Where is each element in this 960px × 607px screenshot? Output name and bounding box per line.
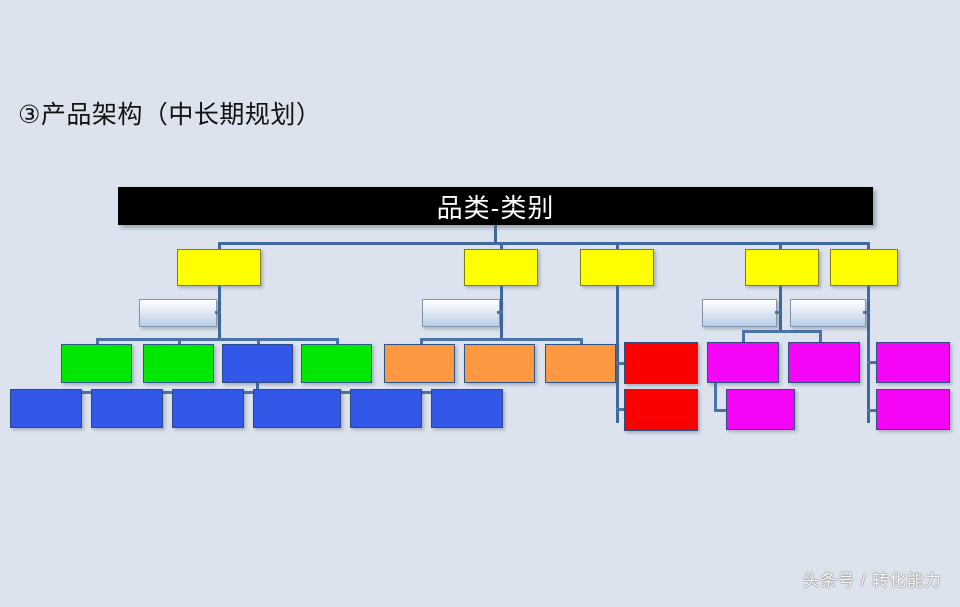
connector-drop-yellow-1 — [218, 242, 221, 251]
green-node-3[interactable] — [301, 344, 372, 383]
blue-node-bottom-5[interactable] — [350, 389, 422, 428]
connector-spine-magenta-3 — [714, 383, 717, 411]
lightblue-node-4[interactable] — [790, 299, 866, 327]
blue-node-bottom-6[interactable] — [431, 389, 503, 428]
yellow-node-5[interactable] — [830, 249, 898, 286]
magenta-node-1[interactable] — [707, 342, 779, 383]
yellow-node-1[interactable] — [177, 249, 261, 286]
connector-lightblue-3-stub — [775, 311, 781, 314]
magenta-node-3[interactable] — [726, 389, 795, 430]
connector-stub-magenta-4 — [867, 361, 877, 364]
watermark-text: 头条号 / 转化能力 — [802, 572, 942, 590]
green-node-2[interactable] — [143, 344, 214, 383]
connector-drop-b1-c4 — [336, 338, 339, 346]
orange-node-1[interactable] — [384, 344, 455, 383]
footer-divider — [0, 551, 960, 552]
connector-lightblue-1-stub — [215, 311, 221, 314]
lightblue-node-2[interactable] — [422, 299, 500, 327]
connector-drop-yellow-4 — [779, 242, 782, 251]
connector-drop-yellow-2 — [500, 242, 503, 251]
orange-node-3[interactable] — [545, 344, 616, 383]
connector-drop-b1-c3 — [257, 338, 260, 346]
magenta-node-5[interactable] — [876, 389, 950, 430]
connector-stub-magenta-5 — [867, 409, 877, 412]
connector-bus-branch-2 — [420, 338, 583, 341]
connector-drop-yellow-5 — [867, 242, 870, 251]
connector-root-bus — [218, 242, 870, 245]
connector-bus-branch-1 — [96, 338, 339, 341]
connector-stub-red-2 — [616, 408, 624, 411]
blue-node-bottom-1[interactable] — [10, 389, 82, 428]
magenta-node-4[interactable] — [876, 342, 950, 383]
connector-stub-magenta-3 — [714, 409, 727, 412]
connector-bus-branch-4 — [742, 330, 822, 333]
orange-node-2[interactable] — [464, 344, 535, 383]
root-banner-label: 品类-类别 — [436, 192, 555, 223]
red-node-1[interactable] — [624, 342, 698, 384]
blue-node-bottom-4[interactable] — [253, 389, 341, 428]
blue-node-bottom-2[interactable] — [91, 389, 163, 428]
connector-root-stem — [494, 225, 497, 244]
yellow-node-3[interactable] — [580, 249, 654, 286]
blue-node-row3-1[interactable] — [222, 344, 293, 383]
connector-spine-branch-4 — [779, 286, 782, 332]
magenta-node-2[interactable] — [788, 342, 860, 383]
red-node-2[interactable] — [624, 389, 698, 431]
connector-lightblue-4-stub — [863, 311, 869, 314]
connector-drop-yellow-3 — [616, 242, 619, 251]
connector-spine-branch-3 — [616, 286, 619, 423]
connector-lightblue-2-stub — [497, 311, 503, 314]
yellow-node-2[interactable] — [464, 249, 538, 286]
blue-node-bottom-3[interactable] — [172, 389, 244, 428]
connector-drop-b4-c2 — [819, 330, 822, 344]
connector-stub-red-1 — [616, 362, 624, 365]
connector-drop-b1-c2 — [178, 338, 181, 346]
lightblue-node-1[interactable] — [139, 299, 217, 327]
connector-drop-b1-c1 — [96, 338, 99, 346]
connector-drop-b4-c1 — [742, 330, 745, 344]
lightblue-node-3[interactable] — [702, 299, 777, 327]
yellow-node-4[interactable] — [745, 249, 819, 286]
page-title: ③产品架构（中长期规划） — [18, 101, 322, 129]
connector-spine-bottom — [256, 383, 259, 393]
green-node-1[interactable] — [61, 344, 132, 383]
connector-drop-b2-c1 — [420, 338, 423, 346]
connector-drop-b2-c2 — [580, 338, 583, 346]
connector-spine-branch-5 — [867, 286, 870, 423]
root-banner-node[interactable]: 品类-类别 — [118, 187, 873, 225]
